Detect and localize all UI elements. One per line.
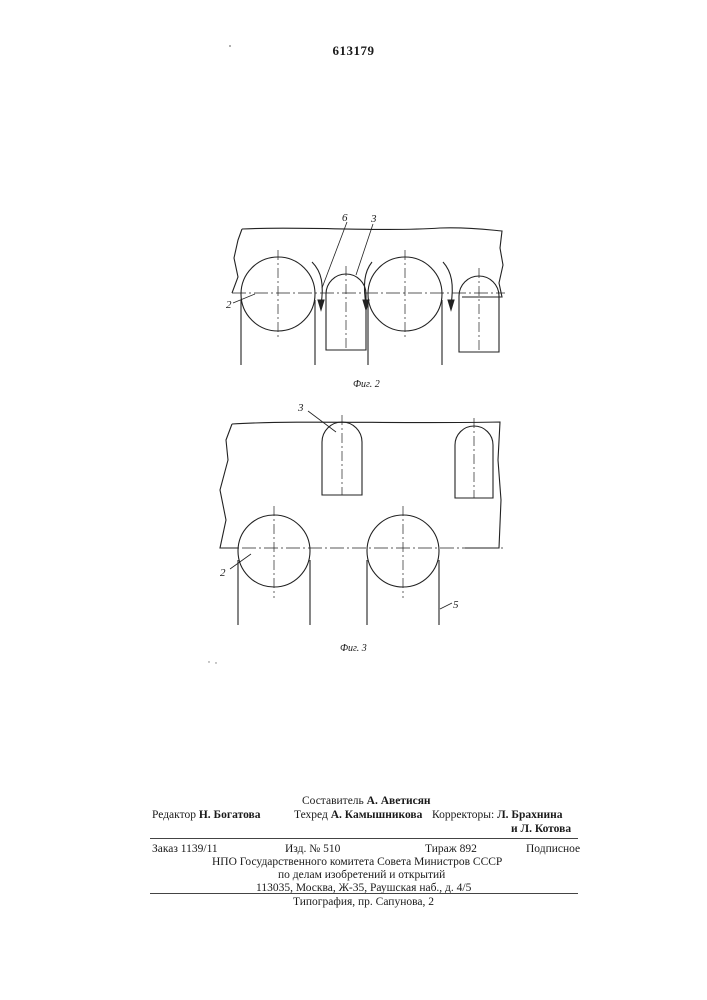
- editor-label: Редактор: [152, 809, 196, 821]
- fig2-label-3: 3: [371, 212, 377, 226]
- correctors-label: Корректоры:: [432, 809, 494, 821]
- edition-number: Изд. № 510: [285, 842, 340, 856]
- fig3-caption: Фиг. 3: [340, 642, 367, 656]
- technical-drawing: [0, 0, 707, 700]
- divider-top: [150, 838, 578, 839]
- techred-label: Техред: [294, 809, 328, 821]
- figure-3-drawing: [220, 411, 505, 625]
- fig3-label-5: 5: [453, 598, 459, 612]
- editor-name: Н. Богатова: [199, 809, 261, 821]
- techred-line: Техред А. Камышникова: [294, 808, 422, 822]
- corrector-2: и Л. Котова: [511, 822, 571, 836]
- order-number: Заказ 1139/11: [152, 842, 218, 856]
- org-line-1: НПО Государственного комитета Совета Мин…: [212, 855, 502, 869]
- circulation: Тираж 892: [425, 842, 477, 856]
- divider-bottom: [150, 893, 578, 894]
- figure-2-drawing: [232, 222, 505, 365]
- fig2-caption: Фиг. 2: [353, 378, 380, 392]
- correctors-line: Корректоры: Л. Брахнина: [432, 808, 563, 822]
- compiler-label: Составитель: [302, 795, 364, 807]
- editor-line: Редактор Н. Богатова: [152, 808, 261, 822]
- techred-name: А. Камышникова: [331, 809, 423, 821]
- org-line-2: по делам изобретений и открытий: [278, 868, 445, 882]
- compiler-line: Составитель А. Аветисян: [302, 794, 431, 808]
- corrector-1: Л. Брахнина: [497, 809, 562, 821]
- fig3-label-3: 3: [298, 401, 304, 415]
- fig2-label-2: 2: [226, 298, 232, 312]
- compiler-name: А. Аветисян: [367, 795, 431, 807]
- fig3-label-2: 2: [220, 566, 226, 580]
- fig2-label-6: 6: [342, 211, 348, 225]
- subscription: Подписное: [526, 842, 580, 856]
- printer-line: Типография, пр. Сапунова, 2: [293, 895, 434, 909]
